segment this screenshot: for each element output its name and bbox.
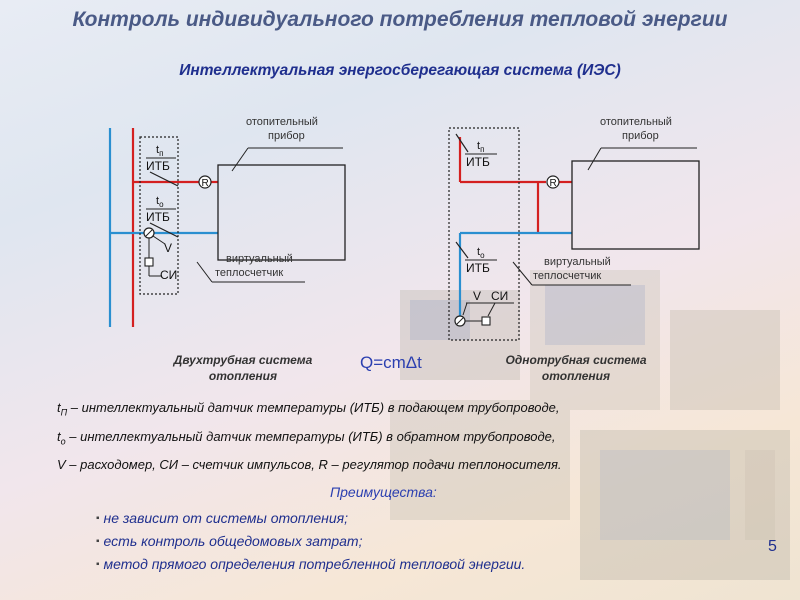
bullet-icon: ▪ bbox=[96, 536, 100, 547]
itb-top-label: ИТБ bbox=[146, 159, 170, 173]
device-label-line1: отопительный bbox=[246, 116, 318, 128]
meter-leader bbox=[196, 261, 213, 283]
meter-label-line1: виртуальный bbox=[226, 253, 293, 265]
itb-top-label: ИТБ bbox=[466, 155, 490, 169]
flowmeter-diag bbox=[456, 317, 464, 325]
flow-label: V bbox=[473, 289, 481, 303]
device-leader bbox=[587, 147, 602, 171]
itb-top-arrow bbox=[455, 133, 469, 153]
device-leader bbox=[231, 147, 249, 172]
sensor-enclosure bbox=[448, 127, 520, 341]
device-label-line2: прибор bbox=[622, 130, 659, 142]
itb-bottom-label: ИТБ bbox=[466, 261, 490, 275]
legend: tП – интеллектуальный датчик температуры… bbox=[57, 396, 757, 477]
counter-label: СИ bbox=[160, 268, 177, 282]
list-item: ▪есть контроль общедомовых затрат; bbox=[96, 533, 363, 549]
itb-bottom-arrow bbox=[455, 241, 469, 259]
tp-label: tп bbox=[156, 144, 163, 158]
meter-label-line1: виртуальный bbox=[544, 256, 611, 268]
counter-symbol bbox=[144, 257, 154, 267]
regulator-label: R bbox=[550, 178, 557, 189]
to-label: tо bbox=[156, 195, 164, 209]
meter-leader bbox=[512, 261, 533, 286]
regulator-label: R bbox=[202, 178, 209, 189]
meter-label-line2: теплосчетчик bbox=[215, 267, 283, 279]
list-item: ▪не зависит от системы отопления; bbox=[96, 510, 349, 526]
legend-line-supply: tП – интеллектуальный датчик температуры… bbox=[57, 400, 560, 418]
background-equipment-image bbox=[390, 270, 790, 580]
counter-label: СИ bbox=[491, 289, 508, 303]
legend-line-abbreviations: V – расходомер, СИ – счетчик импульсов, … bbox=[57, 457, 562, 473]
right-caption-line1: Однотрубная система bbox=[505, 353, 647, 367]
left-caption-line1: Двухтрубная система bbox=[173, 353, 313, 367]
one-pipe-diagram: R отопительный прибор tп ИТБ tо ИТБ V СИ bbox=[448, 116, 700, 341]
to-label: tо bbox=[477, 246, 485, 260]
device-label-line2: прибор bbox=[268, 130, 305, 142]
formula: Q=cmΔt bbox=[360, 353, 422, 372]
regulator-symbol bbox=[198, 175, 212, 189]
itb-bottom-arrow bbox=[149, 222, 179, 238]
slide-title: Контроль индивидуального потребления теп… bbox=[72, 8, 728, 31]
bullet-icon: ▪ bbox=[96, 513, 100, 524]
itb-bottom-label: ИТБ bbox=[146, 210, 170, 224]
advantages-list: ▪не зависит от системы отопления; ▪есть … bbox=[96, 507, 716, 576]
page-number: 5 bbox=[768, 538, 777, 555]
device-label-line1: отопительный bbox=[600, 116, 672, 128]
slide-subtitle: Интеллектуальная энергосберегающая систе… bbox=[179, 62, 621, 79]
meter-label-line2: теплосчетчик bbox=[533, 270, 601, 282]
left-caption: Двухтрубная система отопления bbox=[150, 352, 336, 384]
two-pipe-diagram: R отопительный прибор tп ИТБ tо ИТБ V bbox=[108, 116, 346, 327]
heating-device bbox=[217, 164, 346, 261]
tp-label: tп bbox=[477, 140, 484, 154]
right-caption: Однотрубная система отопления bbox=[483, 352, 669, 384]
counter-symbol bbox=[481, 316, 491, 326]
right-caption-line2: отопления bbox=[541, 369, 611, 383]
counter-leader bbox=[487, 302, 496, 317]
flowmeter-leader bbox=[462, 302, 468, 316]
list-item: ▪метод прямого определения потребленной … bbox=[96, 556, 526, 572]
heating-device bbox=[571, 160, 700, 250]
left-caption-line2: отопления bbox=[208, 369, 278, 383]
bullet-icon: ▪ bbox=[96, 559, 100, 570]
itb-top-arrow bbox=[149, 171, 179, 187]
advantages-title: Преимущества: bbox=[330, 484, 437, 500]
regulator-symbol bbox=[546, 175, 560, 189]
flowmeter-diag bbox=[145, 229, 153, 237]
legend-line-return: tо – интеллектуальный датчик температуры… bbox=[57, 428, 556, 447]
flowmeter-leader bbox=[152, 235, 166, 245]
flow-label: V bbox=[164, 241, 172, 255]
sensor-enclosure bbox=[139, 136, 179, 295]
